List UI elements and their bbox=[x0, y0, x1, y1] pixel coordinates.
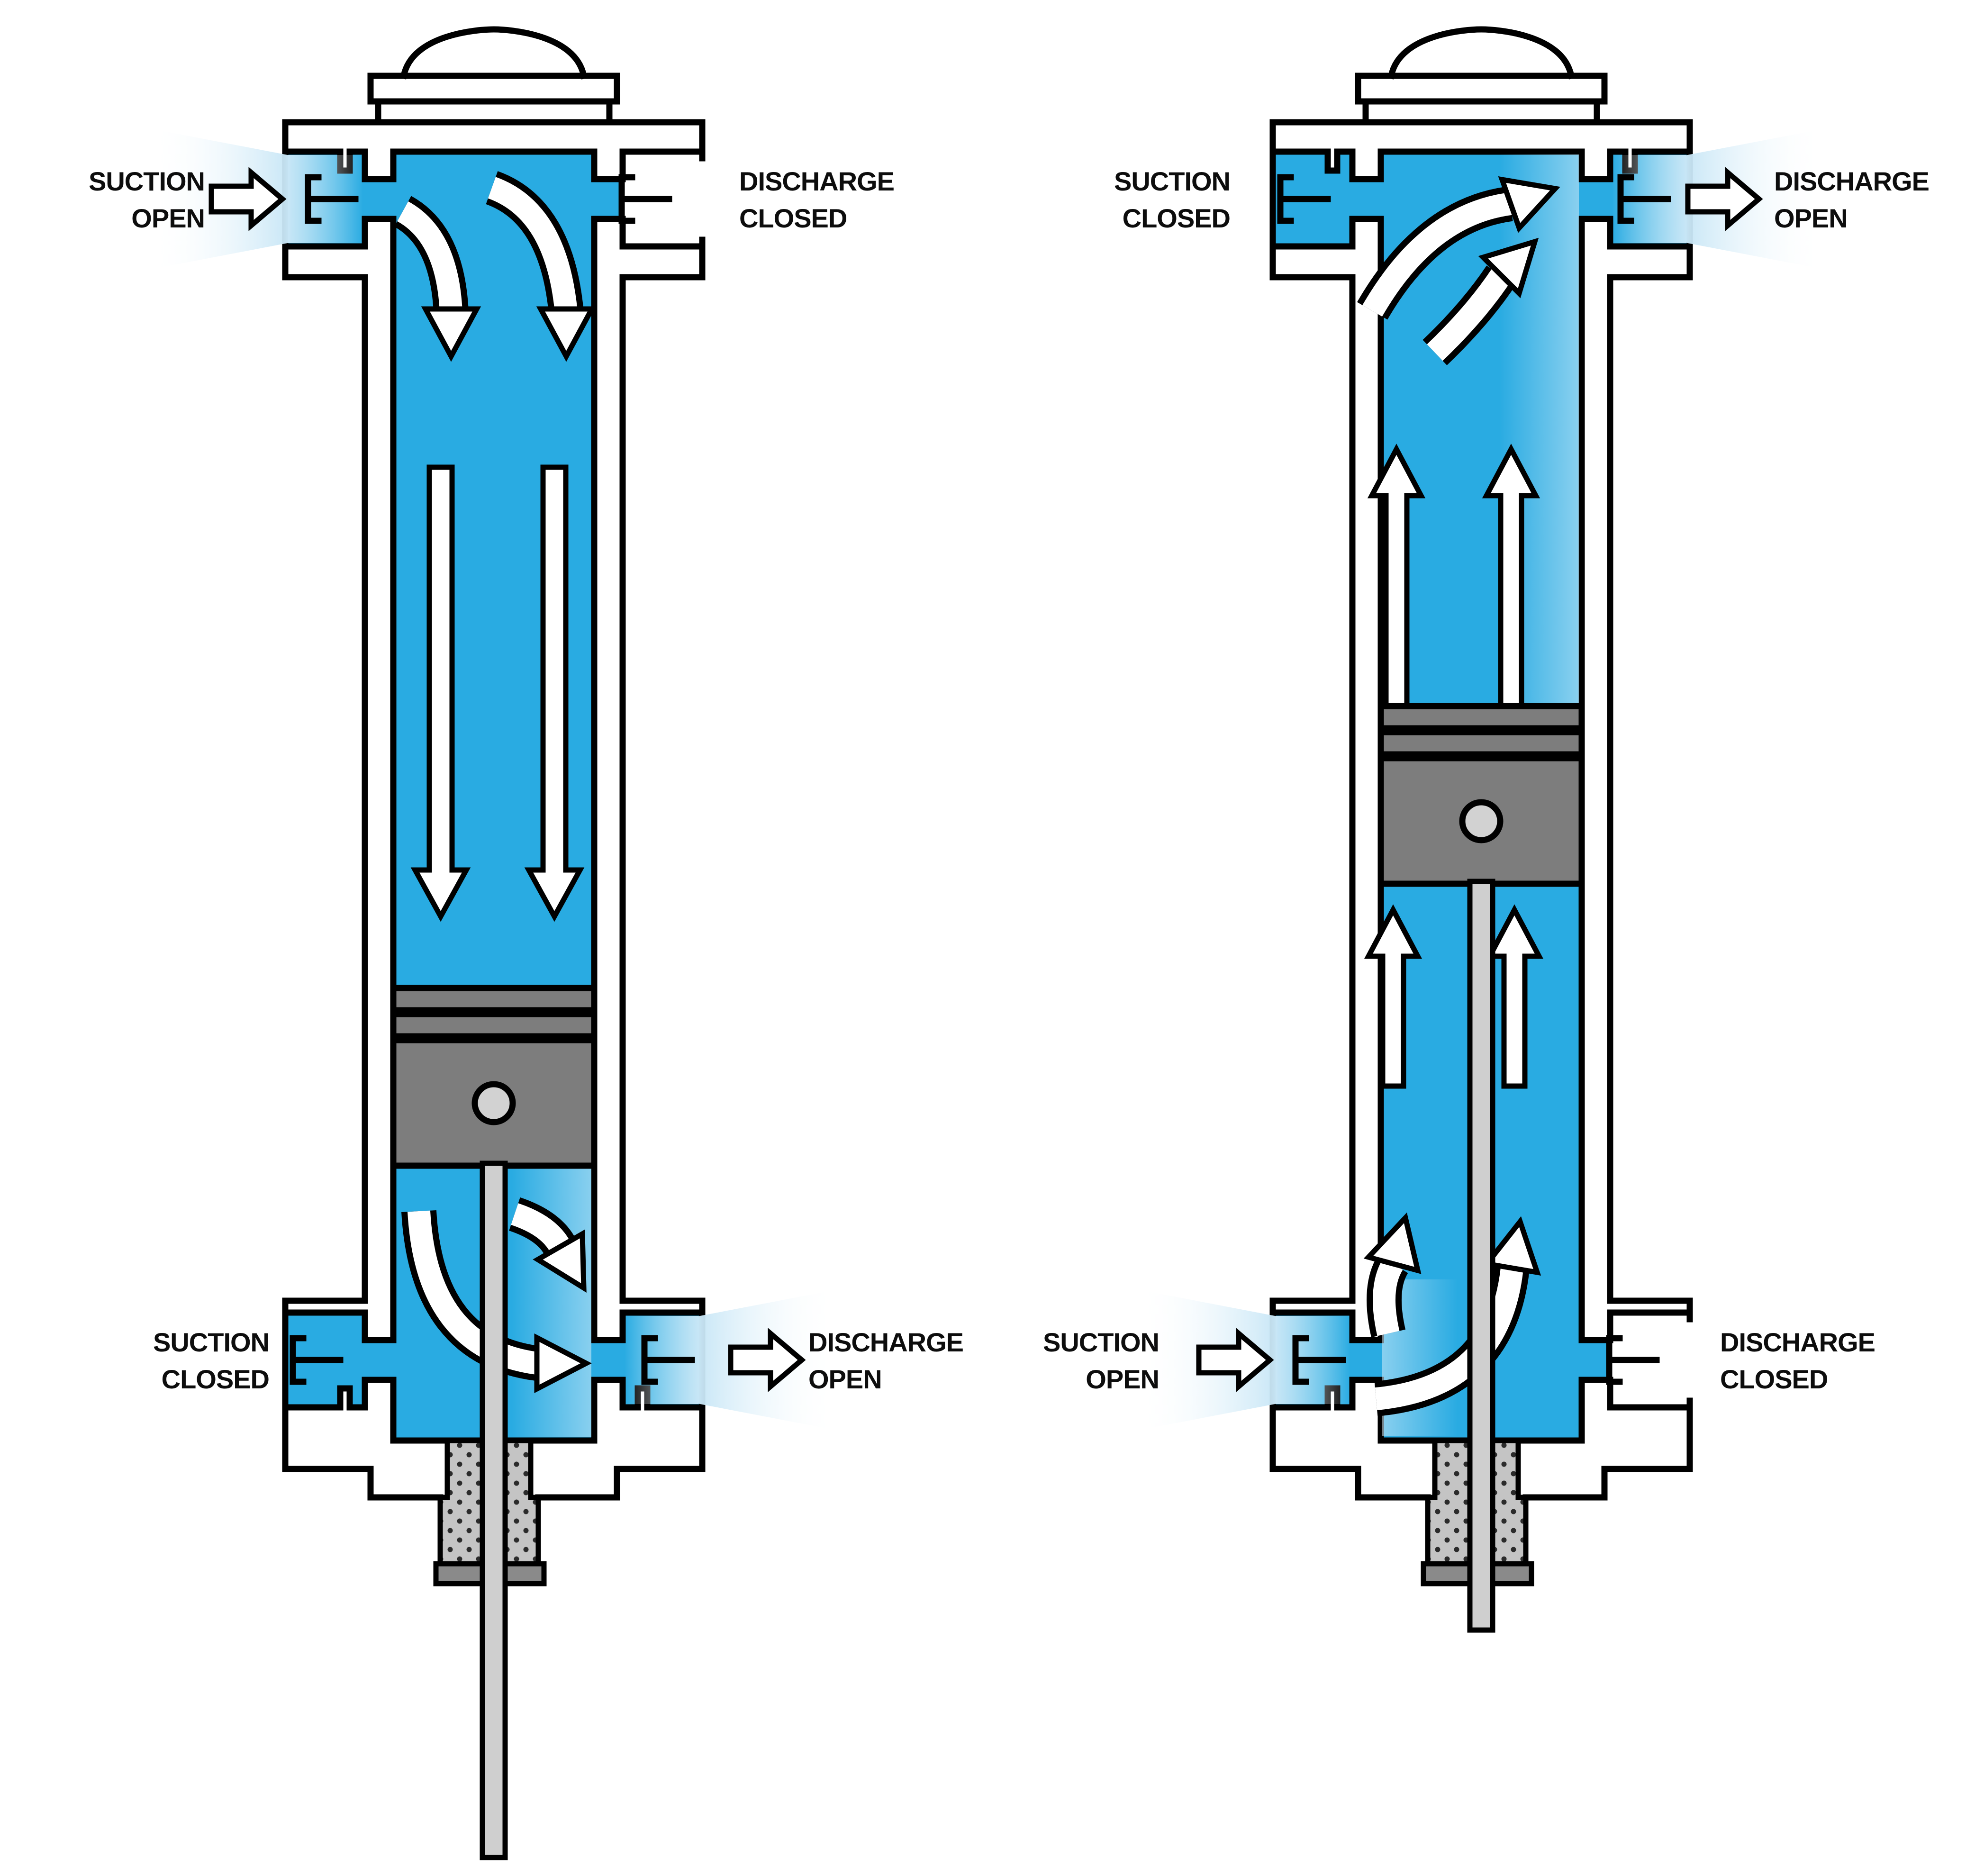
port-label-line: CLOSED bbox=[739, 203, 847, 233]
suction-valve-open-icon bbox=[1292, 1335, 1346, 1385]
down-arrow-icon bbox=[410, 464, 471, 922]
valves bbox=[290, 174, 695, 1385]
curved-arrow-head-icon bbox=[1478, 237, 1539, 299]
label-discharge-open-right-top: DISCHARGE OPEN bbox=[1774, 163, 1935, 237]
port-label-line: CLOSED bbox=[1720, 1364, 1828, 1394]
curved-arrow-head-icon bbox=[1363, 1212, 1422, 1274]
piston-ring-upper bbox=[390, 985, 598, 1014]
port-label-line: CLOSED bbox=[161, 1364, 270, 1394]
bottom-curved-flow-arrows bbox=[401, 1197, 592, 1394]
bottom-flange-outline bbox=[282, 1297, 706, 1501]
port-flow-markers bbox=[1139, 129, 1823, 1430]
pump-panel-downstroke bbox=[152, 26, 836, 1860]
dome-cap-outline bbox=[400, 26, 588, 80]
piston-ring-lower bbox=[390, 1011, 598, 1040]
label-suction-closed-left-bottom: SUCTION CLOSED bbox=[108, 1324, 270, 1398]
port-label-line: DISCHARGE bbox=[808, 1327, 964, 1357]
cylinder-wall-lines bbox=[1349, 274, 1613, 1304]
curved-arrow-head-icon bbox=[536, 306, 597, 362]
valves bbox=[1277, 174, 1671, 1385]
suction-valve-closed-icon bbox=[290, 1335, 344, 1385]
bottom-flange-outline bbox=[1269, 1297, 1693, 1501]
top-flange-outline bbox=[282, 73, 706, 281]
suction-valve-closed-icon bbox=[1277, 174, 1331, 224]
discharge-valve-closed-icon bbox=[1606, 1335, 1660, 1385]
top-curved-flow-arrows bbox=[1357, 176, 1560, 365]
piston bbox=[1377, 703, 1585, 887]
dome-cap-outline bbox=[1387, 26, 1575, 80]
up-arrow-icon bbox=[1482, 444, 1540, 710]
port-label-line: OPEN bbox=[1086, 1364, 1160, 1394]
port-label-line: CLOSED bbox=[1122, 203, 1231, 233]
label-discharge-closed-left-top: DISCHARGE CLOSED bbox=[739, 163, 900, 237]
port-label-line: OPEN bbox=[1774, 203, 1848, 233]
port-label-line: DISCHARGE bbox=[1774, 166, 1930, 196]
curved-arrow-head-icon bbox=[1482, 1216, 1541, 1276]
label-discharge-open-left-bottom: DISCHARGE OPEN bbox=[808, 1324, 969, 1398]
label-suction-open-right-bottom: SUCTION OPEN bbox=[998, 1324, 1160, 1398]
port-flow-markers bbox=[152, 129, 836, 1430]
pump-housing bbox=[1269, 26, 1693, 1501]
piston bbox=[390, 985, 598, 1169]
empty-discharge-chamber-outline bbox=[619, 148, 706, 250]
label-suction-closed-right-top: SUCTION CLOSED bbox=[1069, 163, 1231, 237]
top-curved-flow-arrows bbox=[394, 171, 597, 362]
downward-flow-arrows bbox=[410, 464, 585, 922]
discharge-valve-open-icon bbox=[641, 1335, 695, 1385]
up-arrow-icon bbox=[1485, 904, 1544, 1089]
piston-rod bbox=[480, 1160, 508, 1860]
pump-panel-upstroke bbox=[1139, 26, 1823, 1633]
discharge-out-arrow-icon bbox=[728, 1328, 806, 1392]
port-label-line: DISCHARGE bbox=[1720, 1327, 1875, 1357]
up-arrow-icon bbox=[1364, 904, 1422, 1089]
suction-in-arrow-icon bbox=[1196, 1328, 1274, 1392]
down-arrow-icon bbox=[524, 464, 585, 922]
suction-valve-open-icon bbox=[305, 174, 359, 224]
up-arrow-icon bbox=[1367, 444, 1426, 710]
port-label-line: OPEN bbox=[131, 203, 205, 233]
empty-discharge-chamber-outline bbox=[1607, 1309, 1693, 1411]
suction-in-arrow-icon bbox=[208, 167, 287, 231]
label-suction-open-left-top: SUCTION OPEN bbox=[44, 163, 205, 237]
label-discharge-closed-right-bottom: DISCHARGE CLOSED bbox=[1720, 1324, 1881, 1398]
discharge-out-arrow-icon bbox=[1685, 167, 1763, 231]
port-label-line: DISCHARGE bbox=[739, 166, 895, 196]
piston-pin bbox=[471, 1081, 516, 1125]
piston-rod bbox=[1467, 879, 1495, 1633]
curved-arrow-head-icon bbox=[1498, 176, 1560, 233]
upward-flow-arrows bbox=[1364, 444, 1544, 1089]
discharge-valve-open-icon bbox=[1617, 174, 1671, 224]
cylinder-wall-lines bbox=[362, 274, 626, 1304]
top-flange-outline bbox=[1269, 73, 1693, 281]
curved-arrow-head-icon bbox=[534, 1333, 592, 1394]
port-label-line: SUCTION bbox=[1114, 166, 1231, 196]
port-label-line: OPEN bbox=[808, 1364, 882, 1394]
piston-ring-upper bbox=[1377, 703, 1585, 732]
curved-arrow-head-icon bbox=[421, 306, 481, 362]
pump-housing bbox=[282, 26, 706, 1501]
curved-arrow-head-icon bbox=[533, 1229, 587, 1293]
piston-ring-lower bbox=[1377, 729, 1585, 758]
discharge-valve-closed-icon bbox=[618, 174, 672, 224]
piston-pin bbox=[1459, 799, 1504, 843]
port-label-line: SUCTION bbox=[89, 166, 205, 196]
port-label-line: SUCTION bbox=[1043, 1327, 1160, 1357]
port-label-line: SUCTION bbox=[153, 1327, 270, 1357]
